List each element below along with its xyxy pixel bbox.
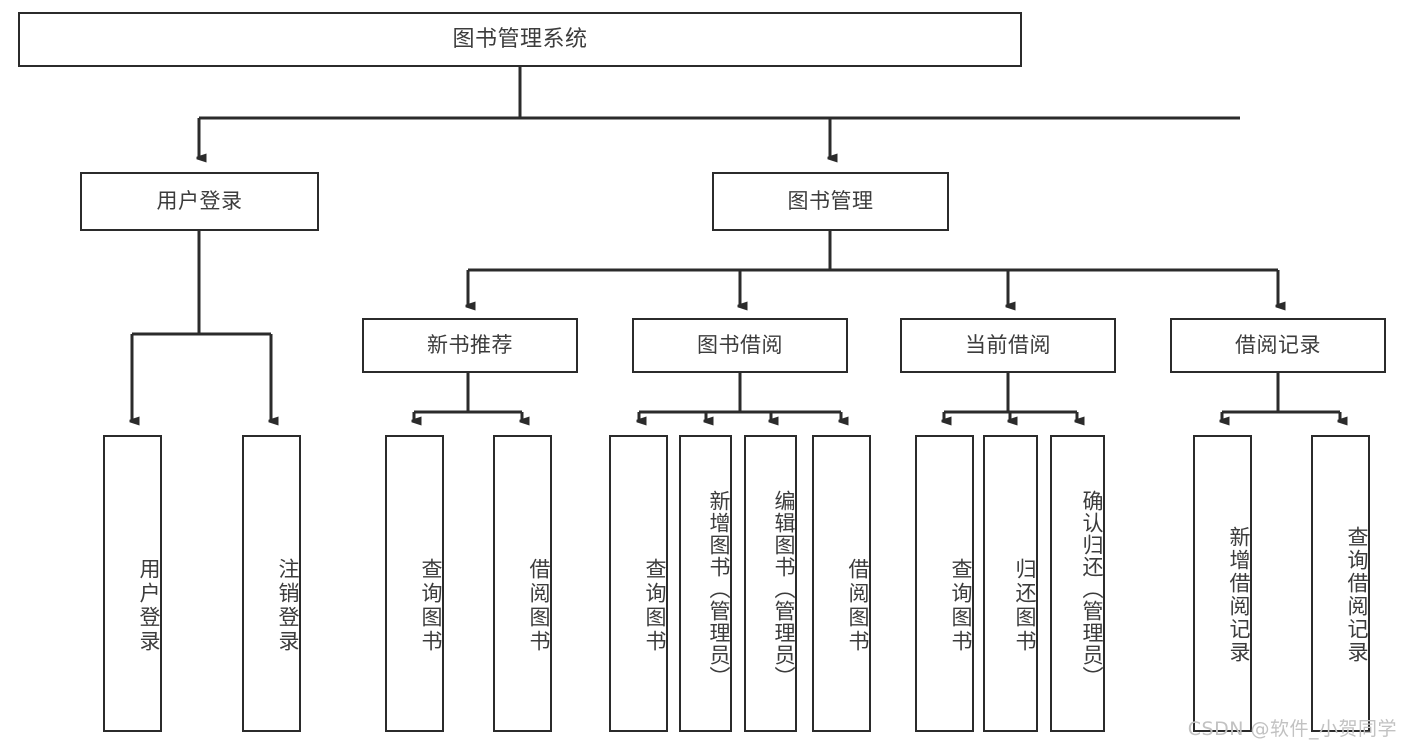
node-book-management[interactable]: 图书管理 [712,172,949,231]
leaf-return-book[interactable]: 归还图书 [983,435,1038,732]
node-label: 新书推荐 [427,333,513,358]
node-label: 查询图书 [419,557,443,654]
node-current-borrow[interactable]: 当前借阅 [900,318,1116,373]
node-label: 新增借阅记录 [1227,525,1251,664]
node-label: 图书管理 [787,189,874,214]
leaf-edit-book-admin[interactable]: 编辑图书（管理员） [744,435,797,732]
node-label: 借阅图书 [846,557,870,654]
leaf-add-borrow-record[interactable]: 新增借阅记录 [1193,435,1252,732]
node-borrow-record[interactable]: 借阅记录 [1170,318,1386,373]
node-label: 用户登录 [137,557,161,654]
node-user-login[interactable]: 用户登录 [80,172,319,231]
node-label: 注销登录 [276,557,300,654]
leaf-lend-book[interactable]: 借阅图书 [812,435,871,732]
node-label: 编辑图书（管理员） [772,489,796,688]
node-label: 新增图书（管理员） [707,489,731,688]
node-label: 查询借阅记录 [1345,525,1369,664]
node-label: 当前借阅 [965,333,1051,358]
leaf-confirm-return-admin[interactable]: 确认归还（管理员） [1050,435,1105,732]
leaf-query-book-recommend[interactable]: 查询图书 [385,435,444,732]
node-root-system[interactable]: 图书管理系统 [18,12,1022,67]
node-new-book-recommend[interactable]: 新书推荐 [362,318,578,373]
node-label: 查询图书 [643,557,667,654]
node-label: 借阅图书 [527,557,551,654]
watermark-text: CSDN @软件_小贺同学 [1187,718,1397,740]
node-label: 图书管理系统 [452,26,588,52]
leaf-borrow-book-recommend[interactable]: 借阅图书 [493,435,552,732]
node-label: 借阅记录 [1235,333,1321,358]
leaf-query-book-current[interactable]: 查询图书 [915,435,974,732]
node-label: 用户登录 [156,189,243,214]
node-label: 确认归还（管理员） [1080,489,1104,688]
node-label: 查询图书 [949,557,973,654]
leaf-query-borrow-record[interactable]: 查询借阅记录 [1311,435,1370,732]
leaf-add-book-admin[interactable]: 新增图书（管理员） [679,435,732,732]
leaf-query-book-borrow[interactable]: 查询图书 [609,435,668,732]
node-label: 图书借阅 [697,333,783,358]
leaf-logout[interactable]: 注销登录 [242,435,301,732]
leaf-user-login[interactable]: 用户登录 [103,435,162,732]
node-label: 归还图书 [1013,557,1037,654]
node-book-borrow[interactable]: 图书借阅 [632,318,848,373]
